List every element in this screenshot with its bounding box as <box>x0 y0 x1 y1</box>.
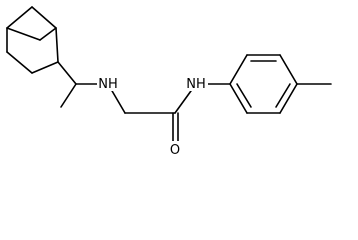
bond-cage-right-side <box>55 27 59 63</box>
bond-ch-methyl <box>60 83 77 108</box>
bond-cage-top-right <box>31 6 57 29</box>
bond-cage-bottom-right <box>31 61 59 74</box>
atom-label-o-carbonyl: O <box>169 141 182 158</box>
nh-amine-text: NH <box>98 77 118 92</box>
atom-label-nh-amide: NH <box>184 75 208 92</box>
norbornane-cage <box>6 6 59 74</box>
bond-ring-3 <box>279 54 298 85</box>
benzene-ring <box>229 54 298 114</box>
bond-ring-double-left <box>236 83 252 108</box>
bond-ring-1 <box>229 54 248 85</box>
bond-cage-to-ch <box>57 61 77 85</box>
o-carbonyl-text: O <box>170 143 180 158</box>
bond-cage-bridge <box>39 27 57 41</box>
bond-cage-bottom-left <box>6 51 33 74</box>
bond-ring-6 <box>229 83 248 114</box>
bond-ring-double-right <box>275 83 291 108</box>
nh-amide-text: NH <box>186 77 206 92</box>
bond-cage-inner-left <box>6 27 41 41</box>
atom-label-nh-amine: NH <box>97 75 120 92</box>
bond-cage-top-left <box>6 6 33 29</box>
bond-ring-4 <box>279 83 298 114</box>
molecule-structure: NH NH O <box>6 6 332 158</box>
